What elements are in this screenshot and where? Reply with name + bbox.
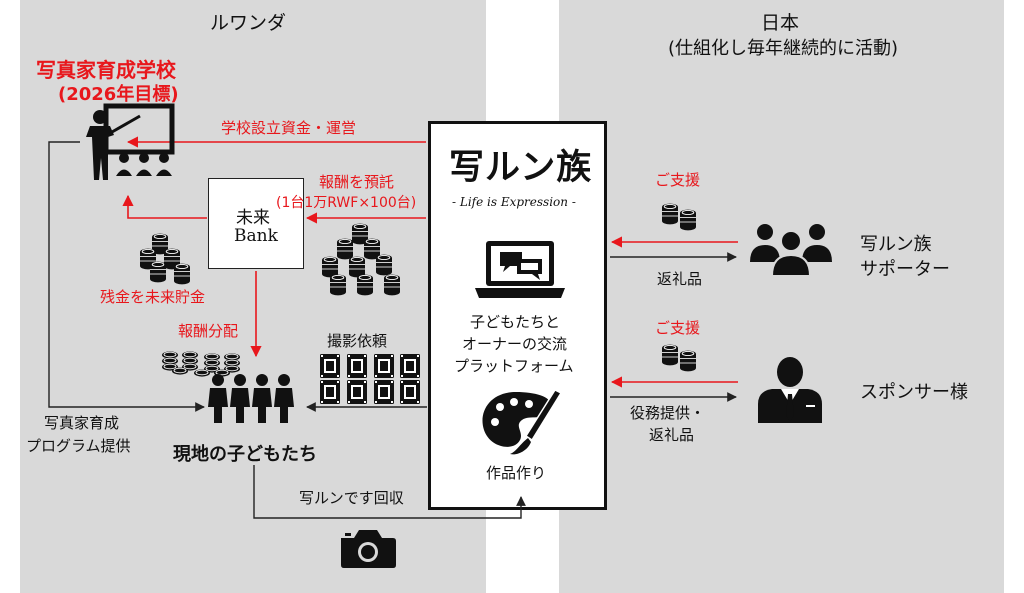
film-roll-icon (320, 354, 420, 404)
japan-panel (559, 0, 1004, 593)
distribution-label: 報酬分配 (178, 322, 239, 340)
program-line-2: プログラム提供 (26, 437, 131, 455)
support-label-1: ご支援 (655, 171, 701, 189)
businessman-icon (758, 357, 822, 423)
coins-icon (661, 344, 697, 372)
platform-line-1: 子どもたちと (470, 313, 561, 331)
palette-icon (482, 389, 563, 455)
deposit-label: 報酬を預託 (319, 173, 395, 191)
artwork-label: 作品作り (486, 464, 547, 482)
japan-title: 日本 (761, 12, 800, 34)
bank-line-1: 未来 (236, 208, 270, 228)
teacher-icon (86, 103, 175, 180)
deposit-detail: (1台1万RWF×100台) (276, 195, 417, 211)
platform-line-2: オーナーの交流 (462, 335, 568, 353)
rwanda-panel (20, 0, 486, 593)
school-title: 写真家育成学校 (36, 58, 176, 82)
children-icon (208, 374, 294, 423)
platform-card (428, 121, 607, 510)
children-label: 現地の子どもたち (173, 444, 317, 465)
laptop-chat-icon (475, 241, 565, 298)
platform-line-3: プラットフォーム (454, 357, 574, 375)
coins-icon (661, 203, 697, 231)
coins-icon (161, 350, 241, 378)
service-line-2: 返礼品 (649, 426, 695, 444)
supporters-line-2: サポーター (860, 259, 950, 280)
rwanda-title: ルワンダ (210, 12, 287, 34)
school-target: (2026年目標) (58, 84, 179, 105)
future-bank-box (208, 178, 304, 269)
logo-tagline: - Life is Expression - (452, 195, 576, 209)
camera-icon (341, 530, 396, 568)
logo-title: 写ルン族 (449, 147, 593, 188)
program-line-1: 写真家育成 (44, 414, 120, 432)
school-funds-label: 学校設立資金・運営 (221, 119, 357, 137)
savings-label: 残金を未来貯金 (100, 288, 206, 306)
coins-icon (321, 223, 401, 296)
gift-label: 返礼品 (657, 270, 703, 288)
support-label-2: ご支援 (655, 319, 701, 337)
collect-label: 写ルンです回収 (299, 489, 404, 507)
supporters-icon (750, 224, 832, 277)
service-line-1: 役務提供・ (630, 404, 706, 422)
supporters-line-1: 写ルン族 (860, 234, 932, 255)
coins-icon (139, 233, 191, 285)
shoot-request-label: 撮影依頼 (327, 332, 388, 350)
sponsor-label: スポンサー様 (860, 382, 968, 403)
bank-line-2: Bank (234, 226, 278, 246)
japan-subtitle: (仕組化し毎年継続的に活動) (668, 38, 899, 59)
